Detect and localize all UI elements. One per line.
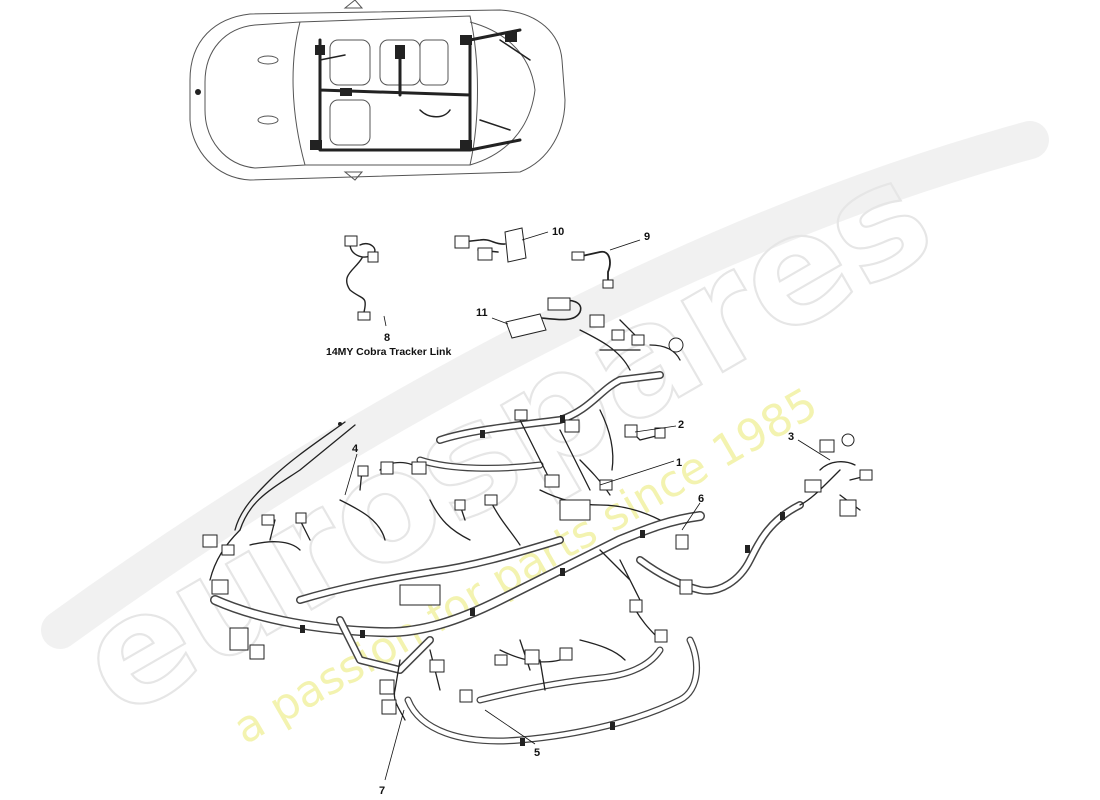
- callout-3: 3: [788, 431, 794, 443]
- harness-wires: [209, 319, 871, 721]
- callout-7: 7: [379, 785, 385, 797]
- harness-conduits: [210, 371, 804, 745]
- harness-connectors: [202, 314, 873, 746]
- part-8-cobra-tracker-link: 8 14MY Cobra Tracker Link: [326, 235, 451, 358]
- part-11: 11: [476, 297, 582, 339]
- part-9: 9: [571, 231, 650, 289]
- callout-10: 10: [552, 226, 564, 238]
- part-10: 10: [454, 226, 564, 263]
- callout-5: 5: [534, 747, 540, 759]
- callout-4: 4: [352, 443, 359, 455]
- callout-8: 8: [384, 332, 390, 344]
- main-harness-assembly: 1 2 3 4 5 6 7: [202, 314, 873, 797]
- callouts: 1 2 3 4 5 6 7: [344, 419, 831, 797]
- callout-2: 2: [678, 419, 684, 431]
- callout-9: 9: [644, 231, 650, 243]
- car-top-view: [189, 0, 566, 181]
- callout-1: 1: [676, 457, 682, 469]
- caption-8: 14MY Cobra Tracker Link: [326, 346, 451, 358]
- callout-6: 6: [698, 493, 704, 505]
- callout-11: 11: [476, 307, 488, 319]
